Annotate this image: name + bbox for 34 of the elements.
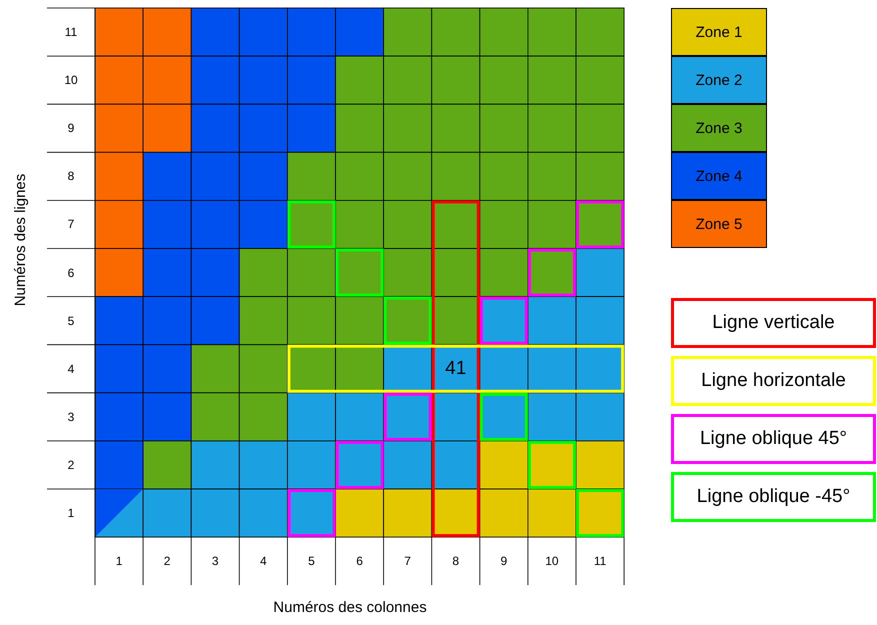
legend-label: Ligne oblique 45° [700,428,848,450]
legend-label: Zone 1 [696,24,742,40]
column-number: 5 [308,554,315,568]
axis-title: Numéros des lignes [12,174,28,306]
legend-label: Zone 5 [696,216,742,232]
legend-label: Ligne horizontale [701,370,846,392]
axis-title: Numéros des colonnes [273,598,427,616]
row-number: 11 [64,25,78,40]
legend-label: Zone 2 [696,72,742,88]
column-number: 7 [404,554,411,568]
cell-value: 41 [445,358,466,380]
row-number: 3 [68,410,74,424]
row-number: 10 [64,73,78,88]
column-number: 8 [452,554,460,568]
row-number: 5 [68,314,74,328]
column-number: 1 [116,554,122,568]
column-number: 9 [500,554,508,568]
column-number: 10 [545,554,559,568]
column-number: 3 [212,554,219,568]
row-number: 4 [68,362,74,376]
column-number: 6 [356,554,363,568]
row-number: 8 [68,169,74,184]
column-number: 4 [260,554,267,568]
column-number: 11 [594,554,606,568]
row-number: 1 [68,506,74,520]
row-number: 6 [68,266,74,280]
legend-label: Zone 3 [696,120,742,136]
row-number: 7 [68,217,74,232]
row-number: 2 [68,458,74,472]
legend-label: Zone 4 [696,168,742,184]
column-number: 2 [164,554,170,568]
row-number: 9 [68,121,74,136]
legend-label: Ligne oblique -45° [696,486,850,508]
legend-label: Ligne verticale [712,312,835,334]
